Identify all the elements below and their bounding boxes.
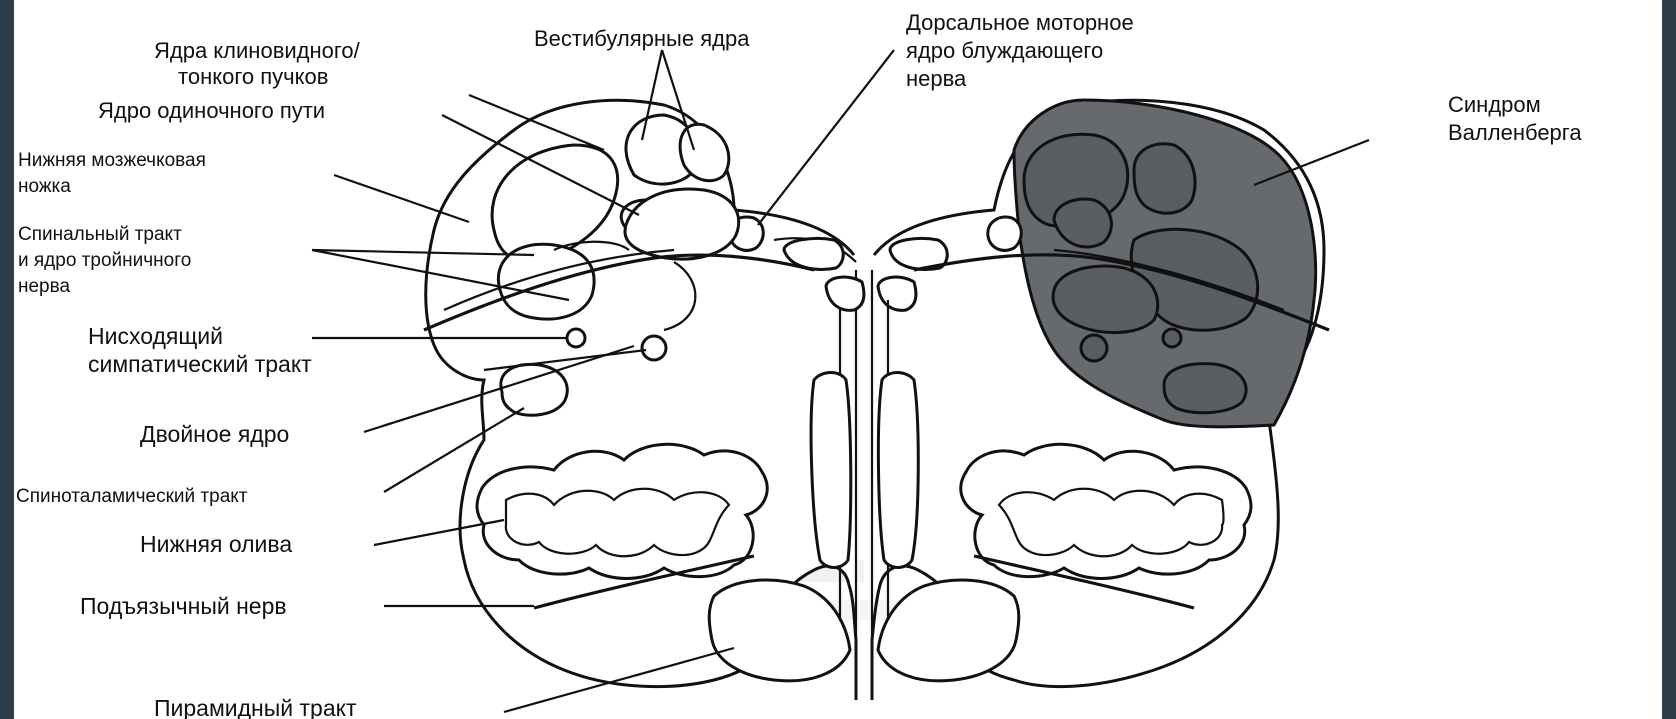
- label-vestibular: Вестибулярные ядра: [534, 26, 750, 51]
- lesion-sympathetic-dot-2: [1163, 329, 1181, 347]
- label-trigeminal-line3: нерва: [18, 276, 71, 297]
- label-dorsal-vagus-line2: ядро блуждающего: [906, 38, 1103, 63]
- label-dorsal-vagus-line3: нерва: [906, 66, 967, 91]
- nucleus-ambiguus: [501, 364, 567, 415]
- leader-dorsal-vagus: [758, 50, 894, 225]
- label-olive: Нижняя олива: [140, 531, 292, 557]
- label-solitary: Ядро одиночного пути: [98, 98, 325, 123]
- medulla-diagram: Ядра клиновидного/ тонкого пучков Вестиб…: [14, 0, 1662, 719]
- label-spinothalamic: Спиноталамический тракт: [16, 486, 248, 507]
- label-icp-line2: ножка: [18, 176, 71, 197]
- lesion-sympathetic-dot: [1081, 335, 1107, 361]
- label-wallenberg-line1: Синдром: [1448, 92, 1541, 117]
- label-ambiguus: Двойное ядро: [140, 421, 289, 447]
- medulla-left-half: [424, 100, 864, 700]
- lesion-ambiguus: [1164, 364, 1246, 413]
- dorsal-vagus-nucleus-right: [988, 217, 1021, 250]
- label-trigeminal-line2: и ядро тройничного: [18, 250, 191, 271]
- medial-lemniscus-left: [811, 373, 851, 568]
- pyramid-right: [878, 580, 1019, 681]
- medulla-right-half: [872, 100, 1329, 700]
- pyramid-left: [709, 580, 850, 681]
- label-dorsal-vagus-line1: Дорсальное моторное: [906, 10, 1134, 35]
- medial-lemniscus-right: [878, 373, 918, 568]
- label-sympathetic-line2: симпатический тракт: [88, 351, 312, 377]
- label-hypoglossal: Подъязычный нерв: [80, 593, 287, 619]
- lesion-nucleus-region: [1053, 266, 1158, 333]
- label-cuneate-line1: Ядра клиновидного/: [154, 38, 361, 63]
- sympathetic-tract-dot: [642, 336, 666, 360]
- label-wallenberg-line2: Валленберга: [1448, 120, 1582, 145]
- label-sympathetic-line1: Нисходящий: [88, 323, 223, 349]
- label-trigeminal-line1: Спинальный тракт: [18, 224, 182, 245]
- label-pyramidal: Пирамидный тракт: [154, 695, 357, 719]
- lesion-vestibular: [1134, 144, 1195, 213]
- sympathetic-tract-dot-2: [567, 329, 585, 347]
- label-cuneate-line2: тонкого пучков: [178, 64, 328, 89]
- label-icp-line1: Нижняя мозжечковая: [18, 150, 206, 171]
- diagram-canvas: Ядра клиновидного/ тонкого пучков Вестиб…: [14, 0, 1662, 719]
